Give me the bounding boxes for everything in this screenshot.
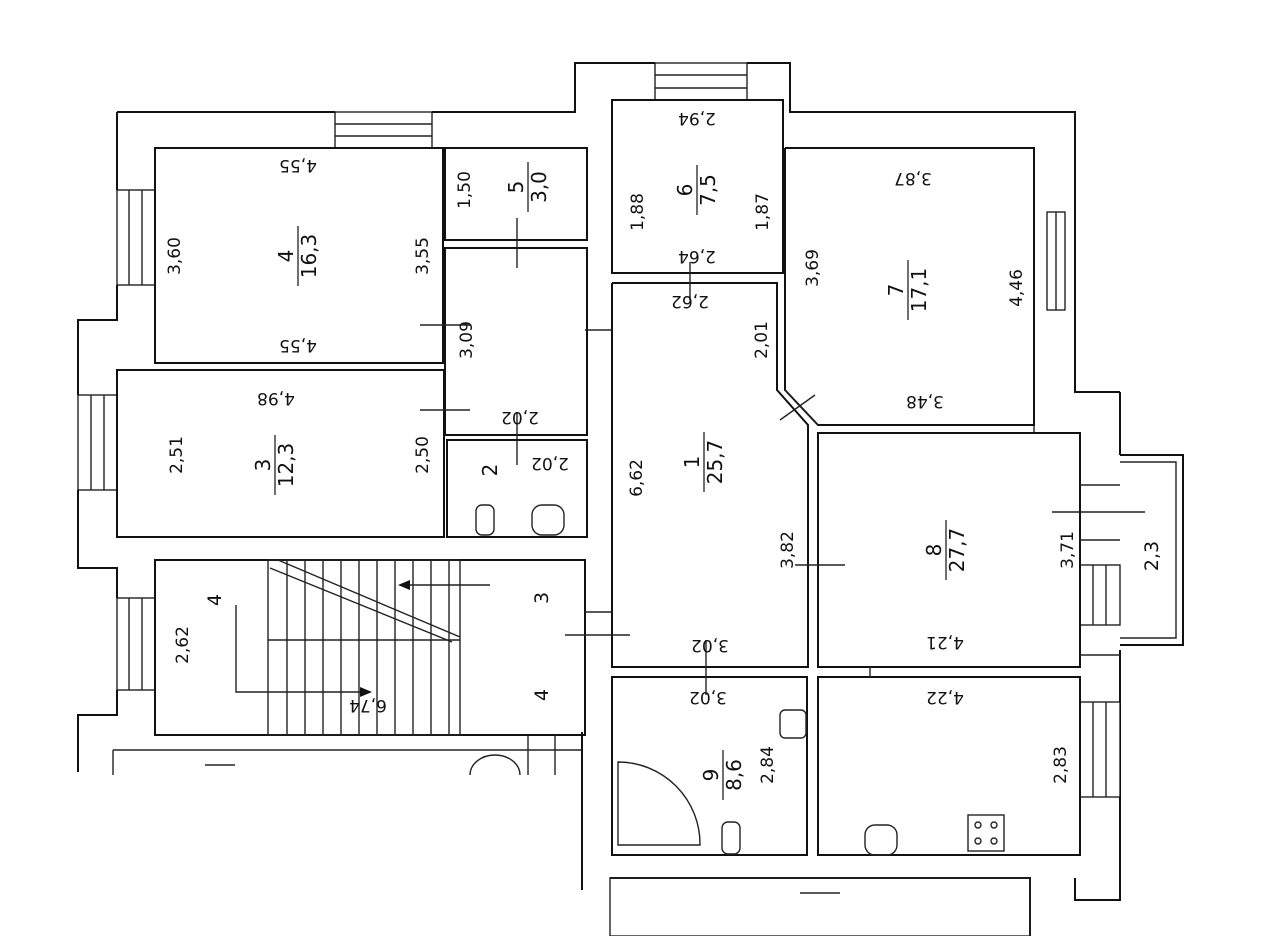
room-1-dim-bump: 2,01 <box>752 321 772 359</box>
room-9-area: 8,6 <box>722 759 746 791</box>
room-9-number: 9 <box>699 769 723 782</box>
stair-length: 6,74 <box>349 695 387 715</box>
room-3-dim-right: 2,50 <box>413 436 433 474</box>
room-3-dim-left: 2,51 <box>167 436 187 474</box>
room-4-number: 4 <box>274 250 298 263</box>
room-4-outline <box>154 147 444 364</box>
room-5-dim-left: 1,50 <box>455 171 475 209</box>
room-3-area: 12,3 <box>274 443 298 488</box>
room-labels: 4 16,3 5 3,0 3 12,3 2 6 7,5 7 17,1 1 <box>251 162 969 800</box>
room-1-outline <box>611 282 809 668</box>
window-left-room3 <box>77 394 118 491</box>
window-top-right <box>654 62 748 101</box>
room-6-dim-right: 1,87 <box>753 193 773 231</box>
room-1-dim-left: 6,62 <box>627 459 647 497</box>
room-6-outline <box>611 99 784 274</box>
room-walls <box>116 99 1081 856</box>
room-1-area: 25,7 <box>703 440 727 485</box>
room-6-dim-bottom: 2,64 <box>678 246 716 266</box>
room-8-dim-bottom: 4,21 <box>926 632 964 652</box>
outer-walls <box>77 62 1121 936</box>
room-7-area: 17,1 <box>907 268 931 313</box>
room-3-outline <box>116 369 445 538</box>
room-5-outline <box>444 147 588 241</box>
corridor-outline <box>444 247 588 436</box>
room-7-dim-right: 4,46 <box>1007 269 1027 307</box>
stair-label-4b: 4 <box>531 689 553 701</box>
room-2-dim-width: 2,02 <box>531 453 569 473</box>
room-2-number: 2 <box>478 464 502 477</box>
room-3-number: 3 <box>251 459 275 472</box>
room-6-area: 7,5 <box>696 174 720 206</box>
fixtures <box>475 504 1005 856</box>
room-5-area: 3,0 <box>527 171 551 203</box>
room-1-dim-right: 3,82 <box>778 531 798 569</box>
window-top-left <box>334 111 433 149</box>
room-8-number: 8 <box>922 544 946 557</box>
room-7-dim-top: 3,87 <box>894 168 932 188</box>
corridor-dim-height: 3,09 <box>457 321 477 359</box>
room-9-outline <box>611 676 808 856</box>
window-left-room4 <box>116 189 156 286</box>
room-1-dim-top: 2,62 <box>671 291 709 311</box>
room-9-dim-right: 2,84 <box>758 746 778 784</box>
stair-width: 2,62 <box>173 626 193 664</box>
balcony-area: 2,3 <box>1141 541 1163 571</box>
room-8-dim-right: 3,71 <box>1058 531 1078 569</box>
room-8-area: 27,7 <box>945 528 969 573</box>
shower-icon <box>617 761 701 846</box>
room-7-number: 7 <box>884 284 908 297</box>
dimension-labels: 4,55 3,60 3,55 4,55 1,50 3,09 2,02 4,98 … <box>165 108 1163 784</box>
room-7-dim-left: 3,69 <box>803 249 823 287</box>
room-10-dim-top: 4,22 <box>926 687 964 707</box>
room-8-outline <box>817 432 1081 668</box>
room-4-dim-left: 3,60 <box>165 237 185 275</box>
room-4-dim-right: 3,55 <box>413 237 433 275</box>
lower-fragment <box>112 735 1031 936</box>
room-5-number: 5 <box>504 181 528 194</box>
toilet-icon <box>721 821 741 855</box>
stair-label-3: 3 <box>531 592 553 604</box>
door-marks <box>420 218 1145 695</box>
sink-icon <box>779 709 807 739</box>
sink-icon <box>531 504 565 536</box>
room-1-dim-bottom: 3,02 <box>691 635 729 655</box>
staircase <box>235 559 490 736</box>
corridor-dim-width: 2,02 <box>501 407 539 427</box>
window-right-room8 <box>1079 564 1121 626</box>
window-right-room10 <box>1079 701 1121 798</box>
room-4-area: 16,3 <box>297 234 321 279</box>
window-left-stair <box>116 597 156 691</box>
room-4-dim-top: 4,55 <box>279 155 317 175</box>
room-4-dim-bottom: 4,55 <box>279 335 317 355</box>
room-6-number: 6 <box>673 184 697 197</box>
toilet-icon <box>475 504 495 536</box>
windows <box>77 62 1121 798</box>
room-6-dim-top: 2,94 <box>678 108 716 128</box>
stair-label-4a: 4 <box>204 594 226 606</box>
stove-icon <box>967 814 1005 852</box>
room-6-dim-left: 1,88 <box>628 193 648 231</box>
room-10-dim-right: 2,83 <box>1051 746 1071 784</box>
kitchen-sink-icon <box>864 824 898 856</box>
room-9-dim-top: 3,02 <box>689 687 727 707</box>
room-3-dim-top: 4,98 <box>257 388 295 408</box>
room-1-number: 1 <box>680 456 704 469</box>
balcony <box>1120 454 1184 646</box>
room-7-dim-bottom: 3,48 <box>906 391 944 411</box>
room-10-outline <box>817 676 1081 856</box>
